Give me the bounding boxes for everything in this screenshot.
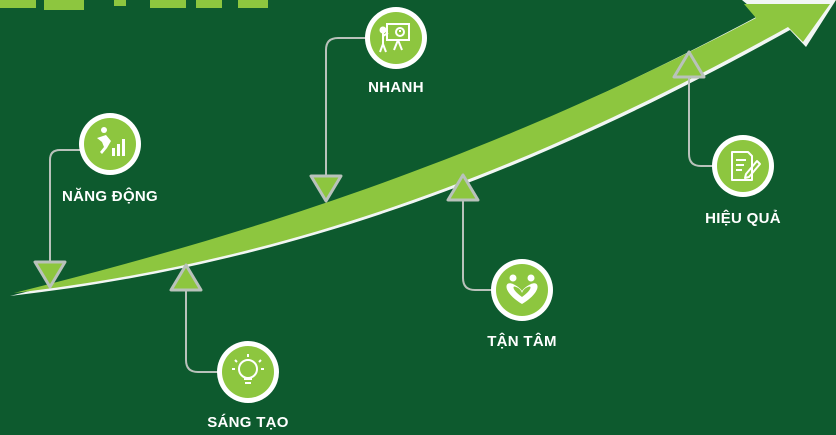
marker-nang-dong [33,260,67,289]
growth-arrow [10,0,836,296]
lightbulb-icon [232,354,264,384]
connector-nhanh [325,37,372,180]
marker-sang-tao [169,263,203,292]
marker-nhanh [309,174,343,203]
cropped-title-fragment [0,0,268,10]
presentation-clock-icon [379,23,410,53]
icon-tan-tam [491,259,553,321]
triangle-markers [33,50,706,292]
icon-sang-tao [217,341,279,403]
marker-tan-tam [446,173,480,202]
label-tan-tam: TẬN TÂM [487,333,557,350]
document-edit-icon [731,151,761,181]
connector-tan-tam [462,182,498,291]
label-nhanh: NHANH [368,79,424,96]
label-nang-dong: NĂNG ĐỘNG [61,188,159,205]
connector-sang-tao [185,268,228,373]
icon-nhanh [365,7,427,69]
label-hieu-qua: HIỆU QUẢ [705,210,781,227]
connector-lines [49,37,718,373]
connector-nang-dong [49,149,82,268]
running-growth-chart-icon [97,127,125,156]
marker-hieu-qua [672,50,706,79]
icon-hieu-qua [712,135,774,197]
heart-people-icon [506,274,538,304]
icon-nang-dong [79,113,141,175]
connector-hieu-qua [688,64,718,167]
label-sang-tao: SÁNG TẠO [207,414,289,431]
